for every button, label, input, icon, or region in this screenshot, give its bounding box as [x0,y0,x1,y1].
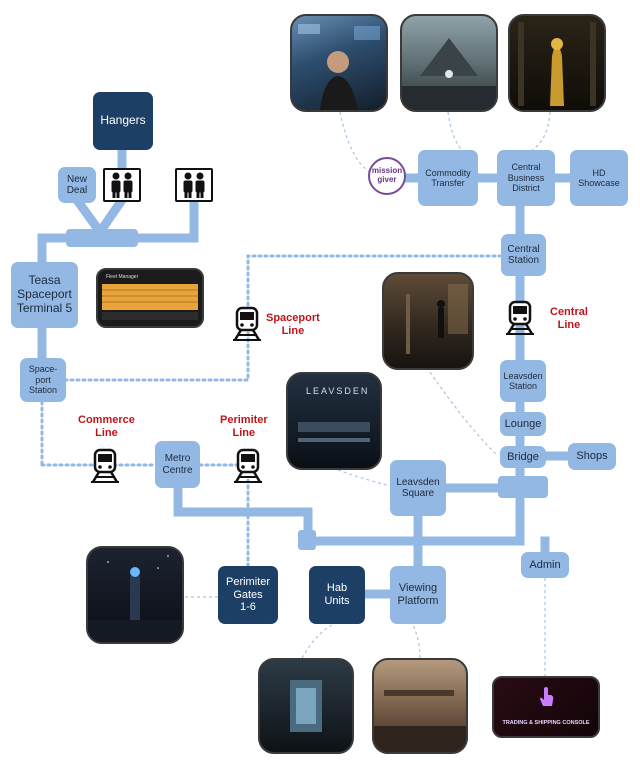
leavsden-square-node[interactable]: Leavsden Square [390,460,446,516]
thumbnail-statue-district[interactable] [508,14,606,112]
lounge-node[interactable]: Lounge [500,412,546,436]
train-icon [91,448,119,483]
elevator-icon [103,168,141,202]
train-icon [234,448,262,483]
thumbnail-leavsden-station[interactable]: LEAVSDEN [286,372,382,470]
train-icon [233,306,261,341]
trading-console-label: TRADING & SHIPPING CONSOLE [502,720,590,726]
mission-giver-node[interactable]: mission giver [368,157,406,195]
central-business-district-node[interactable]: Central Business District [497,150,555,206]
teasa-spaceport-terminal-node[interactable]: Teasa Spaceport Terminal 5 [11,262,78,328]
central-station-node[interactable]: Central Station [501,234,546,276]
hangers-node[interactable]: Hangers [93,92,153,150]
viewing-platform-node[interactable]: Viewing Platform [390,566,446,624]
leavsden-station-node[interactable]: Leavsden Station [500,360,546,402]
thumbnail-trading-console[interactable]: TRADING & SHIPPING CONSOLE [492,676,600,738]
commerce-line-label: Commerce Line [78,414,135,439]
hd-showcase-node[interactable]: HD Showcase [570,150,628,206]
spaceport-station-node[interactable]: Space- port Station [20,358,66,402]
hand-pointer-icon [540,687,554,706]
metro-centre-node[interactable]: Metro Centre [155,441,200,488]
bridge-node[interactable]: Bridge [500,446,546,468]
thumbnail-perimiter-view[interactable] [86,546,184,644]
thumbnail-hab-corridor[interactable] [258,658,354,754]
shops-node[interactable]: Shops [568,443,616,470]
hab-units-node[interactable]: Hab Units [309,566,365,624]
perimiter-line-label: Perimiter Line [220,414,268,439]
commodity-transfer-node[interactable]: Commodity Transfer [418,150,478,206]
new-deal-node[interactable]: New Deal [58,167,96,203]
central-line-label: Central Line [550,306,588,331]
train-icon [506,300,534,335]
thumbnail-hangar-bay[interactable] [400,14,498,112]
bridge-junction [498,476,548,498]
thumbnail-viewing-platform[interactable] [372,658,468,754]
spaceport-line-label: Spaceport Line [266,312,320,337]
thumbnail-fleet-manager[interactable]: Fleet Manager [96,268,204,328]
perimiter-gates-node[interactable]: Perimiter Gates 1-6 [218,566,278,624]
thumbnail-leavsden-street[interactable] [382,272,474,370]
fleet-manager-title: Fleet Manager [106,274,139,280]
admin-node[interactable]: Admin [521,552,569,578]
thumbnail-pilot-cockpit[interactable] [290,14,388,112]
leavsden-sign: LEAVSDEN [306,386,370,396]
hangers-junction [66,229,138,247]
central-junction [298,530,316,550]
elevator-icon [175,168,213,202]
